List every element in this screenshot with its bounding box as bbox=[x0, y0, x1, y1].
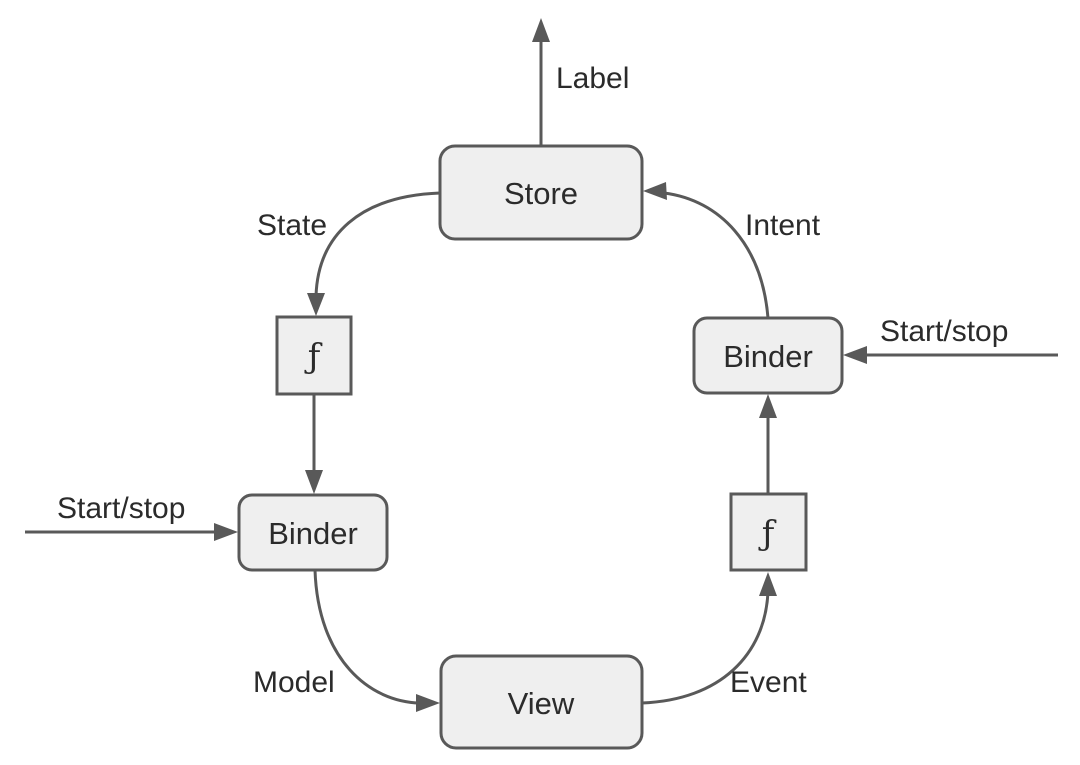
edge-label-state: State bbox=[257, 209, 327, 242]
binder-left-label: Binder bbox=[268, 516, 358, 551]
arrowhead-left-function bbox=[307, 293, 325, 316]
edge-label-start-stop-left: Start/stop bbox=[57, 492, 185, 525]
edge-label-start-stop-right: Start/stop bbox=[880, 315, 1008, 348]
store-label: Store bbox=[504, 176, 578, 211]
function-left-node: ƒ bbox=[275, 315, 353, 396]
arrowhead-right-function bbox=[759, 572, 777, 596]
binder-right-label: Binder bbox=[723, 339, 813, 374]
view-node: View bbox=[439, 654, 644, 750]
function-right-node: ƒ bbox=[729, 492, 808, 572]
arrowhead-label bbox=[532, 18, 550, 42]
edge-label-model: Model bbox=[253, 666, 335, 699]
edges bbox=[25, 18, 1058, 712]
edge-label-label: Label bbox=[556, 62, 629, 95]
arrowhead-start-stop-right bbox=[843, 346, 867, 364]
view-label: View bbox=[508, 686, 575, 721]
edge-label-event: Event bbox=[730, 666, 807, 699]
edge-binder-to-store bbox=[663, 191, 770, 319]
arrowhead-start-stop-left bbox=[214, 523, 238, 541]
edge-label-intent: Intent bbox=[745, 209, 821, 242]
arrowhead-right-binder bbox=[759, 394, 777, 418]
function-left-label: ƒ bbox=[304, 337, 323, 377]
edge-view-to-right-function bbox=[641, 591, 770, 705]
arrowhead-left-binder bbox=[305, 470, 323, 494]
edge-store-to-left-function bbox=[314, 191, 441, 297]
binder-left-node: Binder bbox=[237, 493, 389, 572]
binder-right-node: Binder bbox=[692, 316, 844, 395]
arrowhead-store bbox=[643, 182, 667, 200]
edge-binder-to-view bbox=[313, 569, 421, 705]
function-right-label: ƒ bbox=[758, 514, 777, 554]
store-node: Store bbox=[438, 144, 644, 241]
arrowhead-view bbox=[416, 694, 440, 712]
